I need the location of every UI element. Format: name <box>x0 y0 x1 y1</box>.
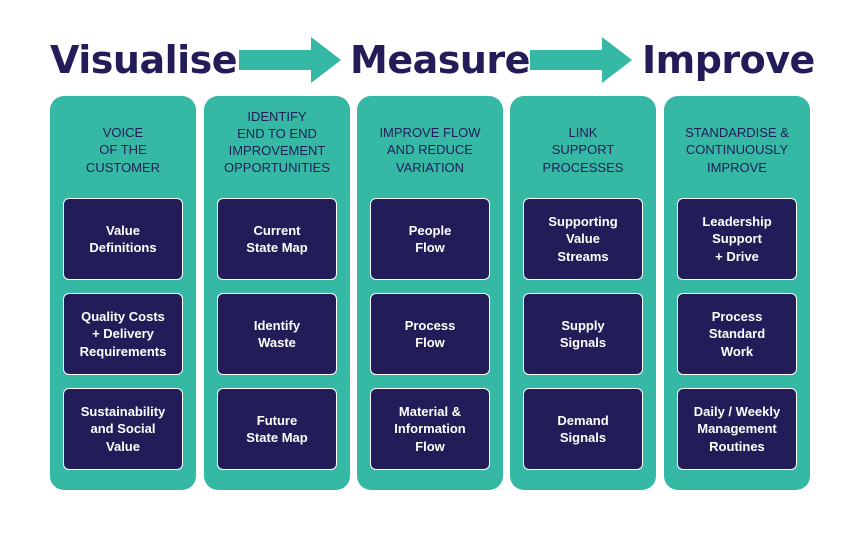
step-box: Daily / Weekly Management Routines <box>677 388 797 470</box>
step-box: Process Standard Work <box>677 293 797 375</box>
stage-title-visualise: Visualise <box>50 38 238 82</box>
column-heading: IMPROVE FLOW AND REDUCE VARIATION <box>379 125 481 175</box>
right-arrow-icon <box>239 37 341 83</box>
step-box: Material & Information Flow <box>370 388 490 470</box>
right-arrow-icon <box>530 37 632 83</box>
step-box: Quality Costs + Delivery Requirements <box>63 293 183 375</box>
step-box: Process Flow <box>370 293 490 375</box>
column-link-support: LINK SUPPORT PROCESSES Supporting Value … <box>510 96 656 490</box>
column-standardise: STANDARDISE & CONTINUOUSLY IMPROVE Leade… <box>664 96 810 490</box>
step-box: Supporting Value Streams <box>523 198 643 280</box>
step-box: Sustainability and Social Value <box>63 388 183 470</box>
step-box: Demand Signals <box>523 388 643 470</box>
column-heading: LINK SUPPORT PROCESSES <box>542 125 624 175</box>
step-box: Supply Signals <box>523 293 643 375</box>
step-box: People Flow <box>370 198 490 280</box>
column-heading: STANDARDISE & CONTINUOUSLY IMPROVE <box>685 125 789 175</box>
stage-title-measure: Measure <box>350 38 530 82</box>
step-box: Current State Map <box>217 198 337 280</box>
column-improve-flow: IMPROVE FLOW AND REDUCE VARIATION People… <box>357 96 503 490</box>
step-box: Value Definitions <box>63 198 183 280</box>
step-box: Future State Map <box>217 388 337 470</box>
step-box: Identify Waste <box>217 293 337 375</box>
column-identify-opportunities: IDENTIFY END TO END IMPROVEMENT OPPORTUN… <box>204 96 350 490</box>
step-box: Leadership Support + Drive <box>677 198 797 280</box>
column-voice-of-customer: VOICE OF THE CUSTOMER Value Definitions … <box>50 96 196 490</box>
stage-title-improve: Improve <box>642 38 815 82</box>
column-heading: VOICE OF THE CUSTOMER <box>85 125 161 175</box>
column-heading: IDENTIFY END TO END IMPROVEMENT OPPORTUN… <box>224 109 330 176</box>
